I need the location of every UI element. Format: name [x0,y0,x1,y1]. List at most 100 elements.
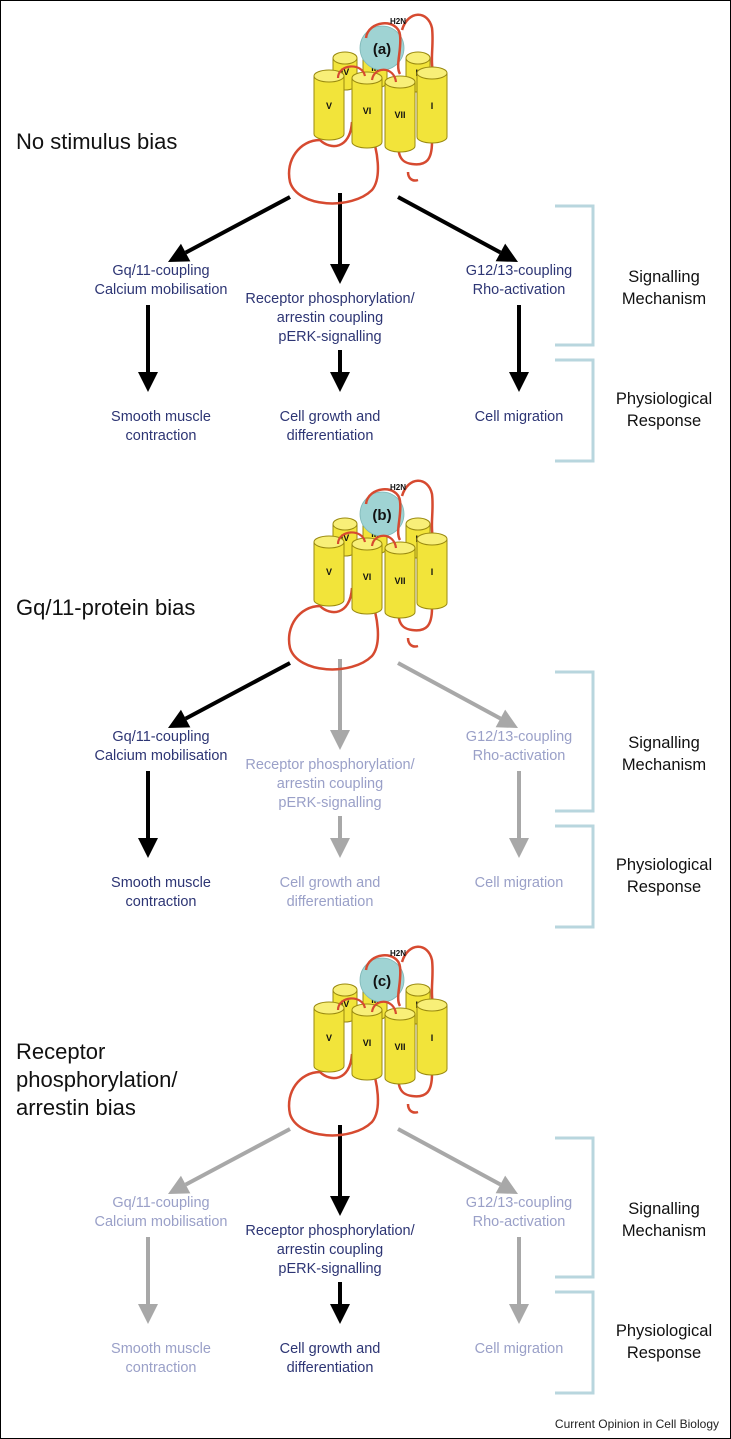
signalling-text-2-line: G12/13-coupling [465,1195,573,1211]
side-label-mechanism-line: Mechanism [621,756,707,774]
side-label-mechanism-line: Signalling [628,1200,700,1218]
extracellular-loop [364,954,402,1007]
helix-label: I [431,101,434,111]
extracellular-loop-front-2 [370,534,398,549]
helix-V: V [313,1001,345,1073]
side-label-response-line: Physiological [615,856,713,874]
side-label-mechanism-line: Mechanism [621,1222,707,1240]
helix-VI: VI [351,1003,383,1081]
response-text-1: Cell growth and differentiation [280,408,381,446]
panel-label-a: No stimulus bias [16,128,177,156]
helix-VII: VII [384,541,416,619]
branch-arrow-gq11 [168,195,291,262]
helix-label: V [326,101,332,111]
bracket-response [555,1290,595,1395]
response-arrow-g1213 [509,305,529,392]
response-arrow-g1213 [509,771,529,858]
response-arrow-arrestin [330,816,350,858]
side-label-mechanism-line: Signalling [628,734,700,752]
signalling-text-0-line: Calcium mobilisation [94,282,228,298]
response-text-1-line: differentiation [286,1360,374,1376]
side-label-response-line: Response [626,412,702,430]
panel-b [138,659,595,929]
response-arrow-gq11 [138,305,158,392]
signalling-text-1-line: Receptor phosphorylation/ [245,1223,415,1239]
response-arrow-g1213 [509,1237,529,1324]
helix-VI: VI [351,537,383,615]
extracellular-loop-front [336,997,367,1011]
response-arrow-arrestin [330,1282,350,1324]
signalling-text-2-line: Rho-activation [472,282,566,298]
signalling-text-1-line: pERK-signalling [278,1261,382,1277]
signalling-text-2-line: G12/13-coupling [465,729,573,745]
signalling-text-1-line: pERK-signalling [278,329,382,345]
signalling-text-1: Receptor phosphorylation/arrestin coupli… [245,290,414,347]
branch-arrow-g1213 [397,661,518,728]
response-text-2: Cell migration [475,408,564,427]
branch-arrow-arrestin [330,193,350,284]
bracket-response [555,824,595,929]
side-label-response-line: Response [626,878,702,896]
side-label-response-line: Physiological [615,390,713,408]
helix-label: VII [394,1042,405,1052]
helix-I: I [416,66,448,144]
response-text-1-line: differentiation [286,428,374,444]
signalling-text-0-line: Calcium mobilisation [94,748,228,764]
helix-label: VII [394,576,405,586]
helix-VII: VII [384,1007,416,1085]
signalling-text-1: Receptor phosphorylation/arrestin coupli… [245,756,414,813]
bracket-mechanism [555,670,595,813]
helix-label: V [326,567,332,577]
panel-label-line: Receptor [16,1039,106,1064]
helix-V: V [313,69,345,141]
bracket-mechanism [555,1136,595,1279]
n-terminal-tail [400,945,435,1005]
response-text-1-line: Cell growth and [279,875,381,891]
helix-label: VII [394,110,405,120]
helix-label: I [431,567,434,577]
signalling-text-1-line: Receptor phosphorylation/ [245,291,415,307]
response-text-1: Cell growth and differentiation [280,874,381,912]
response-text-0-line: Smooth muscle [111,875,211,891]
response-text-1-line: Cell growth and [279,409,381,425]
response-arrow-gq11 [138,771,158,858]
extracellular-loop-front-2 [370,1000,398,1015]
c-terminus [406,171,419,182]
extracellular-loop-front [336,65,367,79]
helix-label: VI [363,106,372,116]
panel-label-line: arrestin bias [16,1095,136,1120]
response-text-1-line: differentiation [286,894,374,910]
intracellular-loop [287,587,380,671]
response-text-2: Cell migration [475,1340,564,1359]
branch-arrow-arrestin [330,1125,350,1216]
bracket-mechanism [555,204,595,347]
n-terminal-tail [400,13,435,73]
helix-label: VI [363,1038,372,1048]
signalling-text-2-line: G12/13-coupling [465,263,573,279]
response-arrow-gq11 [138,1237,158,1324]
helix-VI: VI [351,71,383,149]
extracellular-loop-front [336,531,367,545]
panel-label-line: No stimulus bias [16,129,178,154]
helix-label: VI [363,572,372,582]
source-credit: Current Opinion in Cell Biology [554,1417,719,1431]
response-text-2-line: Cell migration [474,875,564,891]
panel-label-b: Gq/11-protein bias [16,594,195,622]
signalling-text-0-line: Gq/11-coupling [112,263,210,279]
response-text-2-line: Cell migration [474,1341,564,1357]
signalling-text-1-line: arrestin coupling [276,776,384,792]
response-text-0-line: Smooth muscle [111,1341,211,1357]
panel-badge: (c) [373,973,391,990]
